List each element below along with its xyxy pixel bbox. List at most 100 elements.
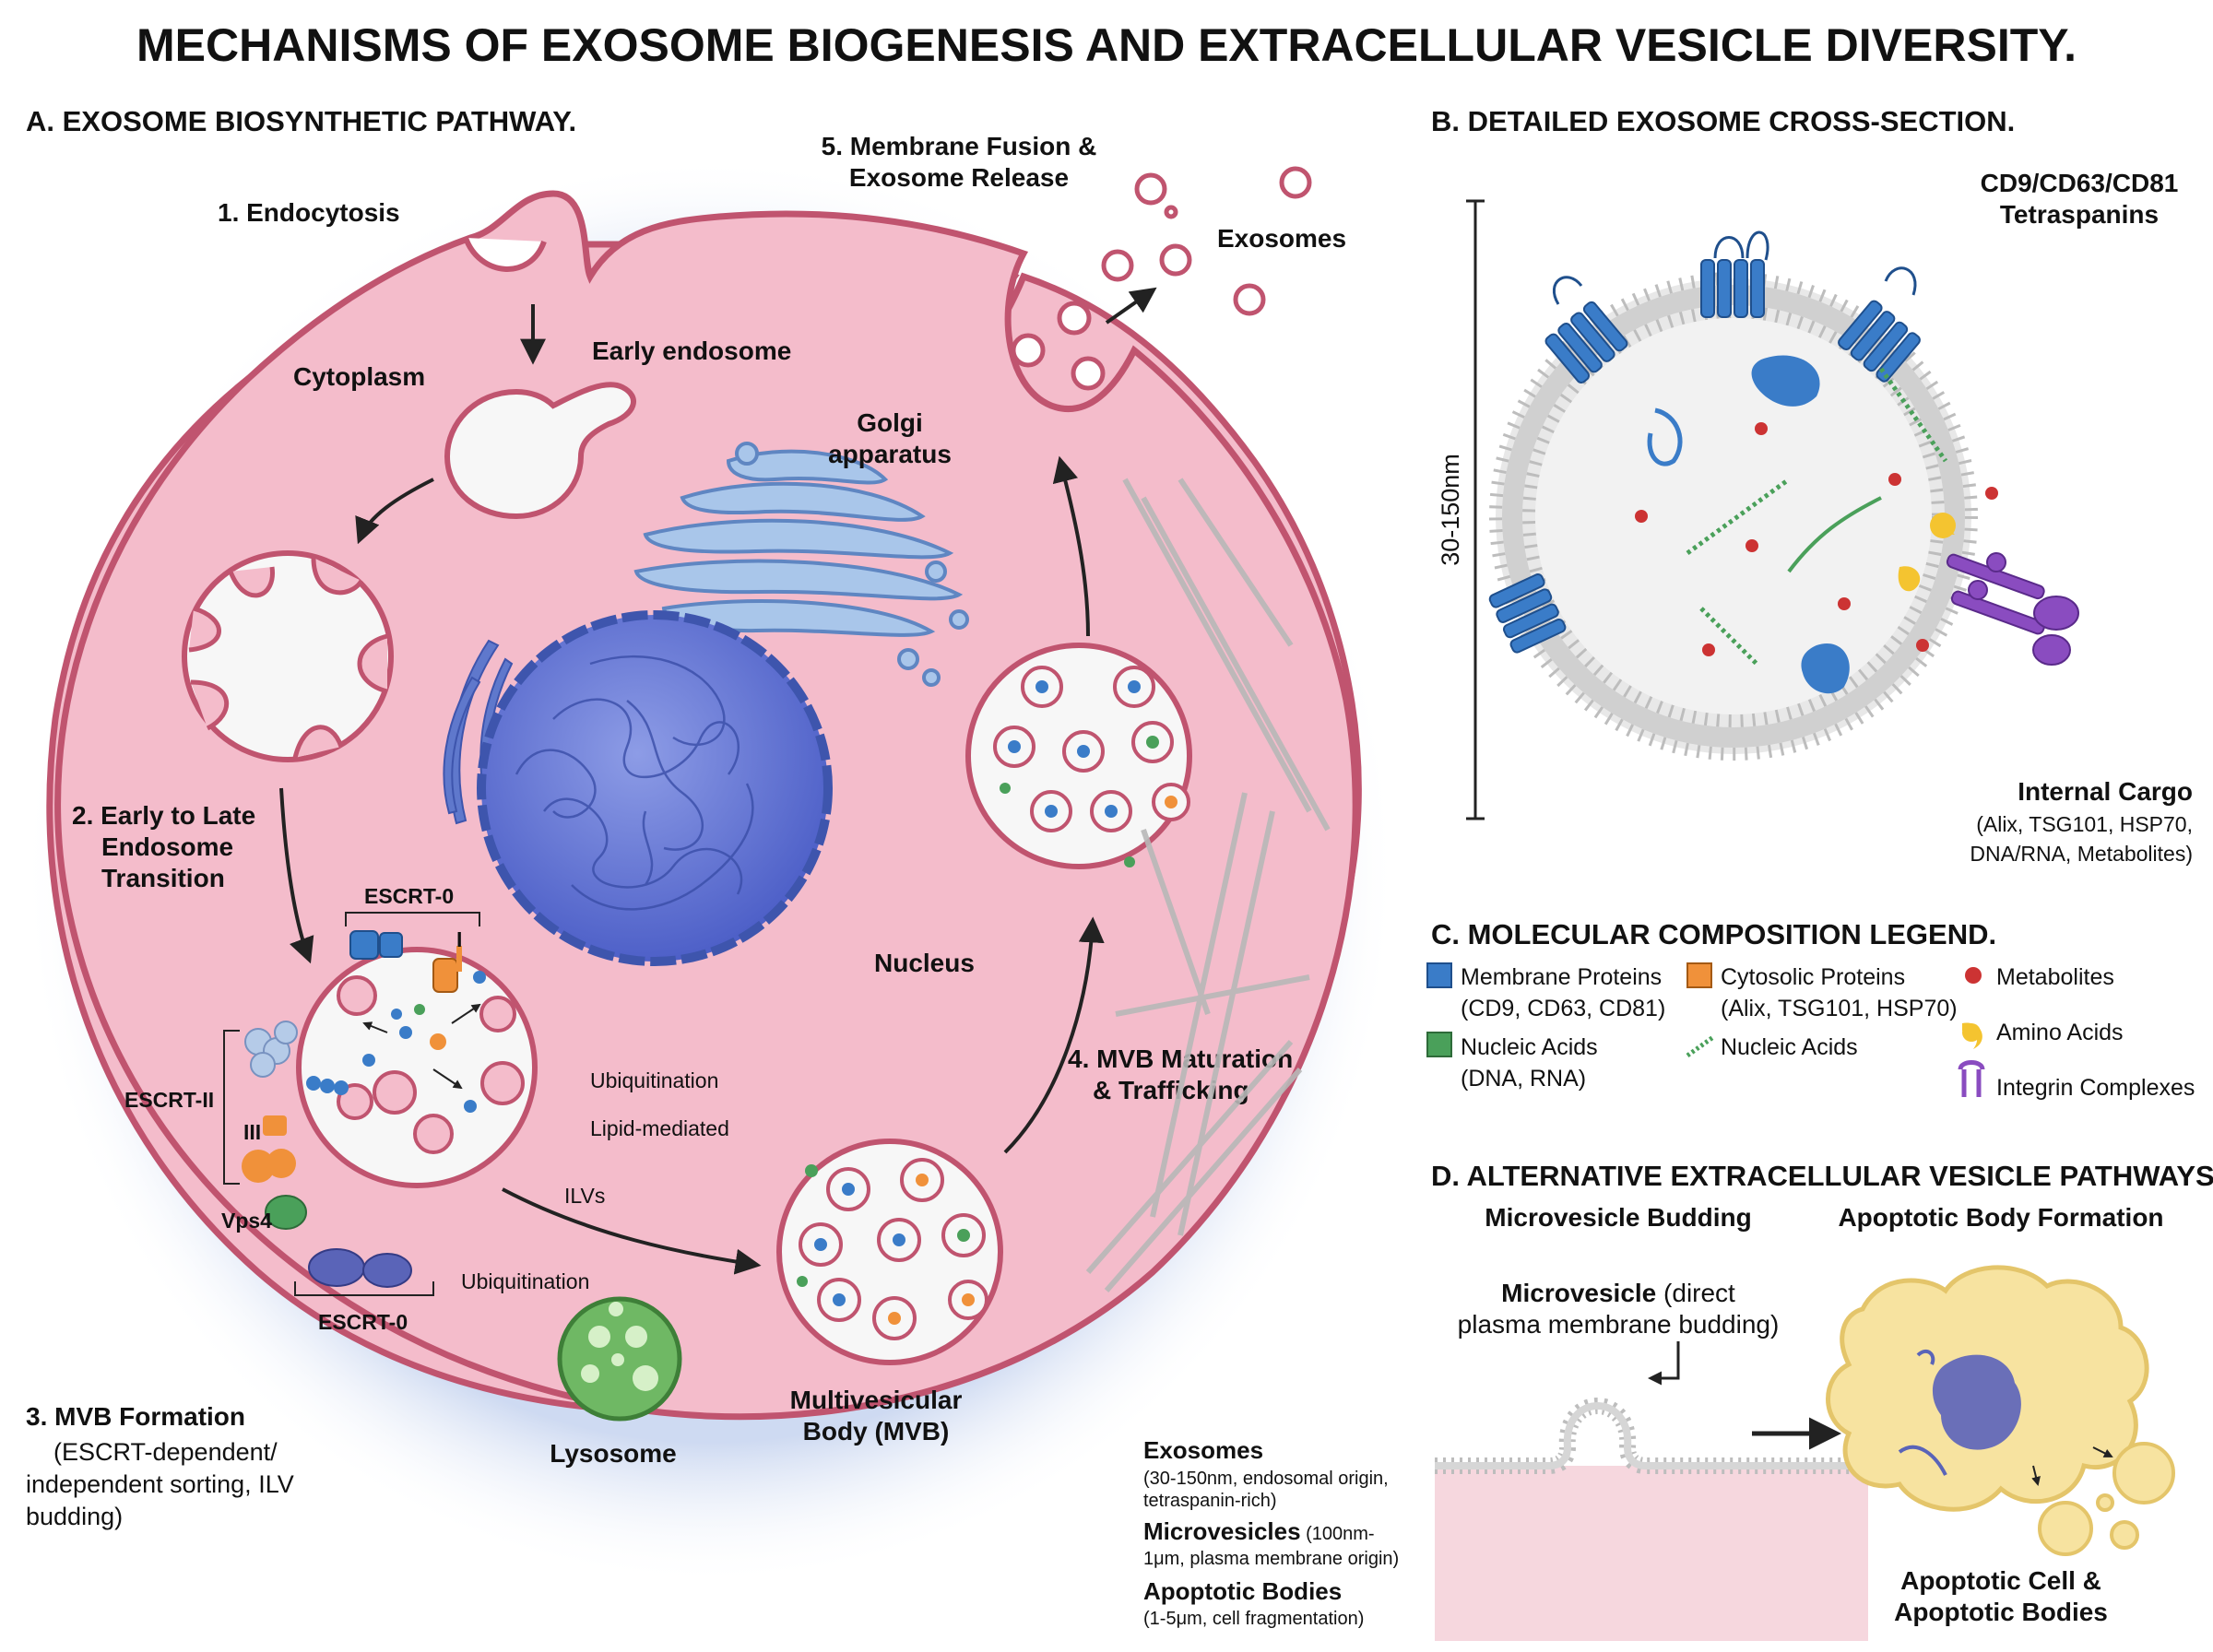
legend-amino-acids: Amino Acids [1962, 1020, 2124, 1049]
lysosome [557, 1296, 682, 1422]
legend-metabolites-text: Metabolites [1996, 964, 2114, 990]
legend-cytosolic-proteins: Cytosolic Proteins (Alix, TSG101, HSP70) [1686, 962, 1958, 1021]
cytoskeleton [1085, 478, 1331, 1292]
legend-integrin: Integrin Complexes [1958, 1060, 2195, 1101]
fusion-pocket [1011, 301, 1106, 391]
cytoplasm-label: Cytoplasm [293, 362, 425, 391]
panel-a-heading: A. EXOSOME BIOSYNTHETIC PATHWAY. [26, 105, 576, 137]
arrow-to-mvb-formation [279, 787, 314, 964]
legend-cyto-1: Cytosolic Proteins [1721, 964, 1905, 990]
microvesicle-label: Microvesicle (direct [1501, 1279, 1735, 1307]
escrt-ii-bracket [223, 1030, 240, 1185]
legend-membrane-proteins: Membrane Proteins (CD9, CD63, CD81) [1426, 962, 1665, 1021]
apop-type-desc: (1-5μm, cell fragmentation) [1143, 1609, 1364, 1629]
nucleus [477, 610, 833, 966]
tetraspanins [1488, 259, 1921, 654]
microvesicle-label-bold: Microvesicle [1501, 1279, 1656, 1307]
released-exosomes [1101, 166, 1312, 316]
panel-d-heading: D. ALTERNATIVE EXTRACELLULAR VESICLE PAT… [1431, 1160, 2213, 1192]
escrt-ii-label: ESCRT-II [124, 1088, 214, 1112]
apop-type-title: Apoptotic Bodies [1143, 1577, 1342, 1605]
step3-desc-3: budding) [26, 1503, 123, 1530]
cargo-desc-2: DNA/RNA, Metabolites) [1970, 842, 2193, 866]
tetraspanin-loops [1552, 230, 1917, 305]
arrow-mvb-maturation [1003, 916, 1105, 1154]
step1-label: 1. Endocytosis [218, 198, 400, 227]
step3-desc-1: (ESCRT-dependent/ [53, 1438, 278, 1466]
step4-label-2: & Trafficking [1093, 1076, 1249, 1104]
exo-type-title: Exosomes [1143, 1436, 1263, 1464]
escrt-i-label: I [456, 927, 462, 951]
escrt0-top-label: ESCRT-0 [364, 884, 454, 908]
apop-cell-label-1: Apoptotic Cell & [1900, 1566, 2101, 1595]
microvesicle-label-rest: (direct [1656, 1279, 1735, 1307]
legend-na-helix-text: Nucleic Acids [1721, 1034, 1858, 1060]
arrow-to-late [355, 478, 434, 545]
legend-amino-text: Amino Acids [1996, 1020, 2124, 1045]
step2-label-3: Transition [101, 864, 225, 892]
arrow-microvesicle [1648, 1341, 1680, 1386]
ubiquitination-label-1: Ubiquitination [590, 1068, 718, 1092]
step5-label-2: Exosome Release [849, 163, 1069, 192]
micro-type-desc-1: (100nm- [1301, 1524, 1375, 1544]
legend-nucleic-acid-helix: Nucleic Acids [1686, 1034, 1858, 1060]
size-label: 30-150nm [1437, 454, 1464, 566]
golgi-label-1: Golgi [857, 408, 923, 437]
main-title: MECHANISMS OF EXOSOME BIOGENESIS AND EXT… [136, 19, 2077, 71]
late-endosome [182, 550, 394, 762]
microvesicle-label-2: plasma membrane budding) [1458, 1310, 1780, 1339]
legend-integrin-text: Integrin Complexes [1996, 1075, 2195, 1101]
escrt0-bottom-label: ESCRT-0 [318, 1310, 408, 1334]
legend-metabolites: Metabolites [1965, 964, 2114, 990]
exosome-cross-section [1489, 272, 1978, 761]
arrow-to-mvb [502, 1187, 762, 1275]
arrow-bleb-2 [2031, 1465, 2041, 1486]
mvb-forming [296, 947, 538, 1188]
step3-desc-2: independent sorting, ILV [26, 1470, 294, 1498]
panel-b-heading: B. DETAILED EXOSOME CROSS-SECTION. [1431, 105, 2015, 137]
step2-label-2: Endosome [101, 832, 233, 861]
tetraspanin-label-2: Tetraspanins [2000, 200, 2159, 229]
ubiquitination-label-2: Ubiquitination [461, 1269, 589, 1293]
step3-title: 3. MVB Formation [26, 1402, 245, 1431]
mature-mvb [965, 643, 1192, 869]
mvb-label-1: Multivesicular [790, 1386, 963, 1414]
escrt-machinery [242, 930, 462, 1288]
tetraspanin-label-1: CD9/CD63/CD81 [1981, 169, 2179, 197]
lipid-mediated-label: Lipid-mediated [590, 1116, 729, 1140]
arrow-release [1105, 287, 1157, 324]
legend-mem-1: Membrane Proteins [1461, 964, 1662, 990]
micro-type-title: Microvesicles (100nm- [1143, 1517, 1375, 1545]
lysosome-label: Lysosome [550, 1439, 676, 1468]
legend-nucleic-acids: Nucleic Acids (DNA, RNA) [1426, 1032, 1598, 1092]
exosome-cargo [1635, 355, 1998, 694]
legend-na-1: Nucleic Acids [1461, 1034, 1598, 1060]
mvb-label-2: Body (MVB) [803, 1417, 950, 1446]
vps4-label: Vps4 [221, 1209, 272, 1233]
microvesicle-budding [1435, 1398, 1868, 1641]
escrt-iii-label: III [243, 1120, 261, 1144]
escrt0-top-bracket [345, 912, 480, 926]
ilvs-label: ILVs [564, 1184, 605, 1208]
panel-c-heading: C. MOLECULAR COMPOSITION LEGEND. [1431, 918, 1996, 950]
cargo-title: Internal Cargo [2018, 777, 2193, 806]
exo-type-desc-1: (30-150nm, endosomal origin, [1143, 1469, 1389, 1489]
arrow-to-fusion [1052, 455, 1090, 637]
micro-type-title-bold: Microvesicles [1143, 1517, 1301, 1545]
nucleus-label: Nucleus [874, 949, 975, 977]
apop-formation-label: Apoptotic Body Formation [1838, 1203, 2163, 1232]
escrt0-bottom-bracket [294, 1281, 434, 1296]
legend-mem-2: (CD9, CD63, CD81) [1461, 996, 1665, 1021]
integrin-complex-b [1946, 552, 2079, 666]
arrow-bleb-1 [2092, 1446, 2113, 1457]
cargo-desc-1: (Alix, TSG101, HSP70, [1976, 812, 2193, 836]
step4-label-1: 4. MVB Maturation [1068, 1044, 1293, 1073]
early-endosome [444, 382, 636, 520]
micro-type-desc-2: 1μm, plasma membrane origin) [1143, 1549, 1399, 1569]
legend-cyto-2: (Alix, TSG101, HSP70) [1721, 996, 1958, 1021]
step5-label-1: 5. Membrane Fusion & [822, 132, 1097, 160]
exosomes-label: Exosomes [1217, 224, 1346, 253]
step2-label-1: 2. Early to Late [72, 801, 255, 830]
golgi-apparatus [633, 442, 969, 687]
